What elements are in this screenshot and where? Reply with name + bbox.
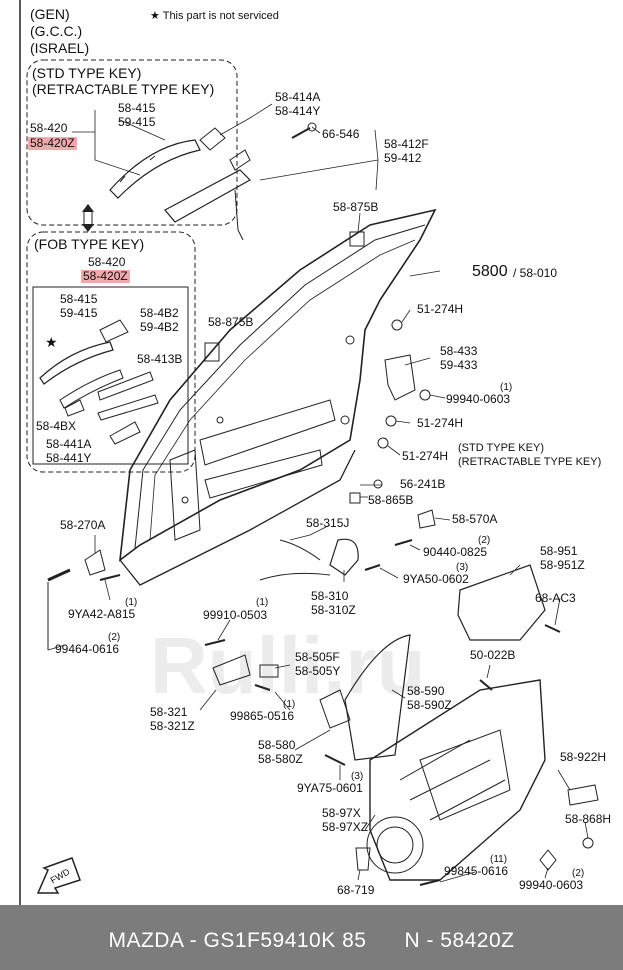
label-58-414A: 58-414A [275,90,321,104]
fob-key-group-box [26,231,196,473]
handle-base [164,169,251,223]
market-label-israel: (ISRAEL) [30,40,90,56]
label-68-719: 68-719 [337,883,375,897]
label-99464-qty: (2) [108,632,121,643]
label-58-97XZ: 58-97XZ [322,820,369,834]
label-58-010: / 58-010 [513,266,558,280]
label-58-412F: 58-412F [384,137,429,151]
label-58-580: 58-580 [258,738,296,752]
footer-bar: MAZDA - GS1F59410K 85 N - 58420Z [0,905,623,970]
label-58-413B: 58-413B [137,352,183,366]
label-99865-0516: 99865-0516 [230,709,295,723]
label-58-310: 58-310 [311,589,349,603]
label-58-505Y: 58-505Y [295,664,341,678]
label-58-420: 58-420 [30,121,68,135]
fob-label-59-415: 59-415 [60,306,98,320]
label-68-AC3: 68-AC3 [535,591,576,605]
label-58-270A: 58-270A [60,518,106,532]
label-58-580Z: 58-580Z [258,752,303,766]
label-58-922H: 58-922H [560,750,607,764]
label-58-875B-side: 58-875B [208,315,254,329]
market-label-gcc: (G.C.C.) [30,23,83,39]
label-58-441A: 58-441A [46,437,92,451]
svg-text:★: ★ [45,335,58,351]
label-99910-0503: 99910-0503 [203,608,268,622]
label-58-951Z: 58-951Z [540,558,585,572]
label-99940-qty-a: (1) [500,382,513,393]
label-58-321Z: 58-321Z [150,719,195,733]
outer-handle-std [109,139,201,199]
fwd-arrow [36,857,81,894]
label-58-590Z: 58-590Z [407,698,452,712]
door-frame [119,208,437,562]
label-58-433: 58-433 [440,344,478,358]
label-99940-0603-b: 99940-0603 [519,878,584,892]
label-58-505F: 58-505F [295,650,340,664]
fob-label-58-415: 58-415 [60,292,98,306]
not-serviced-note: ★ This part is not serviced [150,10,279,22]
label-58-865B: 58-865B [368,493,414,507]
label-59-433: 59-433 [440,358,478,372]
label-58-875B-top: 58-875B [333,200,379,214]
door-latch [329,538,359,576]
label-58-420Z: 58-420Z [28,136,77,150]
fob-label-58-420: 58-420 [88,255,126,269]
label-58-951: 58-951 [540,544,578,558]
label-58-97X: 58-97X [322,806,361,820]
fob-key-title: (FOB TYPE KEY) [34,236,145,252]
label-59-415: 59-415 [118,115,156,129]
fob-label-58-420Z: 58-420Z [81,269,130,283]
market-label-gen: (GEN) [30,6,70,22]
label-9YA75-qty: (3) [351,771,364,782]
label-9YA75-0601: 9YA75-0601 [297,781,363,795]
label-58-4B2: 58-4B2 [140,306,179,320]
label-58-4BX: 58-4BX [36,419,77,433]
label-59-4B2: 59-4B2 [140,320,179,334]
label-66-546: 66-546 [322,127,360,141]
label-90440-qty: (2) [478,535,491,546]
std-key-title-2: (RETRACTABLE TYPE KEY) [32,81,215,97]
sealing-panel [457,564,546,641]
label-58-868H: 58-868H [565,812,612,826]
label-99845-0616: 99845-0616 [444,864,509,878]
std-key-title-1: (STD TYPE KEY) [32,65,142,81]
window-regulator [369,679,546,881]
label-51-274H-c: 51-274H [402,449,449,463]
label-99940-qty-b: (2) [572,868,585,879]
label-99940-0603-a: 99940-0603 [446,392,511,406]
label-58-315J: 58-315J [306,516,350,530]
label-99464-0616: 99464-0616 [55,642,120,656]
label-99845-qty: (11) [490,854,508,865]
label-9YA42-qty: (1) [125,597,138,608]
label-58-414Y: 58-414Y [275,104,321,118]
label-50-022B: 50-022B [470,648,516,662]
label-58-441Y: 58-441Y [46,451,92,465]
label-9YA50-qty: (3) [456,562,469,573]
label-9YA50-0602: 9YA50-0602 [403,572,469,586]
label-9YA42-A815: 9YA42-A815 [68,607,136,621]
label-58-310Z: 58-310Z [311,603,356,617]
window-glass [344,634,411,761]
label-58-415: 58-415 [118,101,156,115]
outer-handle-fob [39,341,114,385]
label-99910-qty: (1) [256,597,269,608]
label-56-241B: 56-241B [400,477,446,491]
footer-part-number: MAZDA - GS1F59410K 85 N - 58420Z [108,929,515,952]
label-59-412: 59-412 [384,151,422,165]
label-51-274H-a: 51-274H [417,302,464,316]
std-key-group-box [26,59,238,226]
label-5800: 5800 [472,263,508,280]
label-90440-0825: 90440-0825 [423,545,488,559]
fob-inner-box [32,286,189,465]
std-key-note-1: (STD TYPE KEY) [458,442,544,454]
label-51-274H-b: 51-274H [417,416,464,430]
label-58-570A: 58-570A [452,512,498,526]
label-58-321: 58-321 [150,705,188,719]
std-key-note-2: (RETRACTABLE TYPE KEY) [458,456,602,468]
parts-diagram: ★ [19,0,599,905]
label-99865-qty: (1) [283,699,296,710]
label-58-590: 58-590 [407,684,445,698]
